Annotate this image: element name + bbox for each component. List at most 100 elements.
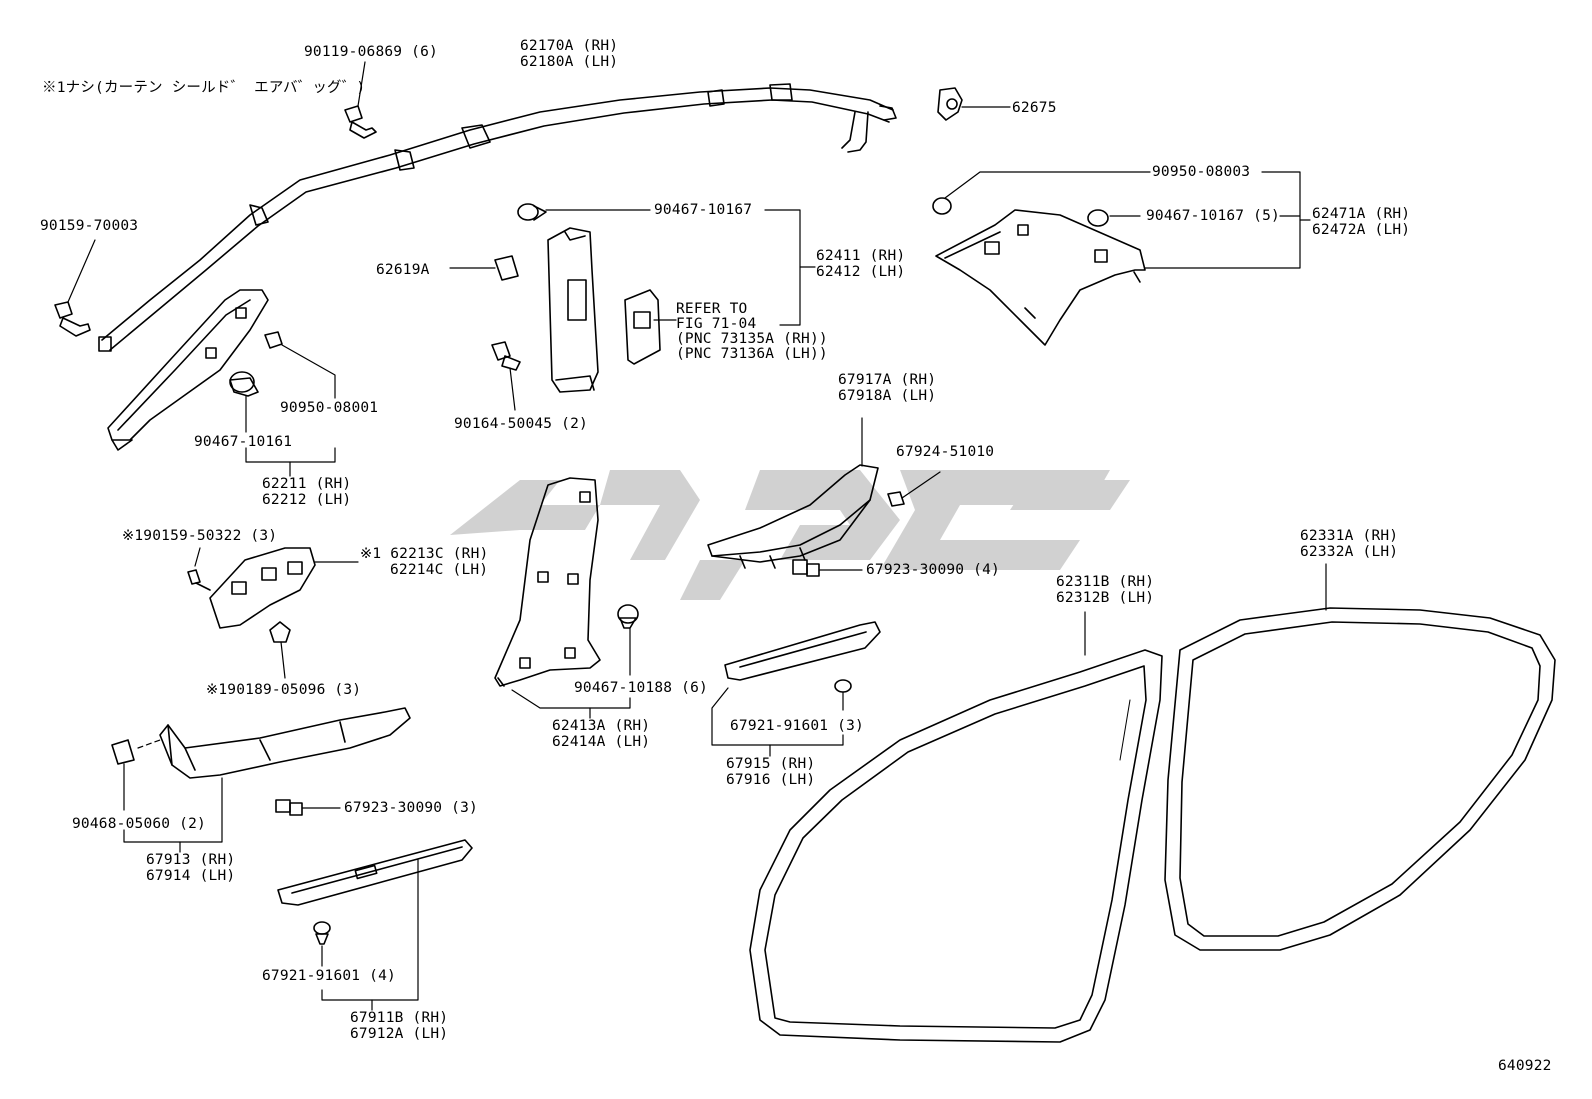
label-62332A-lh: 62332A (LH) [1300,544,1399,560]
label-67918A-lh: 67918A (LH) [838,388,937,404]
label-190189-05096: ※190189-05096 (3) [206,682,362,698]
leader-67911 [321,859,419,1001]
label-refer-to: REFER TO [676,301,748,317]
label-62413A-rh: 62413A (RH) [552,718,651,734]
label-90467-10167-a: 90467-10167 [654,202,753,218]
label-pnc-73136A: (PNC 73136A (LH)) [676,346,828,362]
label-67914-lh: 67914 (LH) [146,868,236,884]
clip-90467-10188 [617,604,639,676]
label-67911B-rh: 67911B (RH) [350,1010,449,1026]
curtain-airbag-part [98,83,897,352]
screw-90119 [344,61,377,139]
label-62211: 62211 (RH) 62212 (LH) [262,476,351,508]
clip-90467-10167-b [1087,209,1141,227]
label-62414A-lh: 62414A (LH) [552,734,651,750]
label-90164-50045: 90164-50045 (2) [454,416,588,432]
front-door-scuff-plate [277,839,473,906]
label-67917A: 67917A (RH) 67918A (LH) [838,372,936,404]
b-pillar-upper-garnish [547,227,599,393]
label-62331A: 62331A (RH) 62332A (LH) [1300,528,1398,560]
clip-90950-08003 [932,171,1151,215]
screw-190159 [187,547,211,591]
screw-90159 [54,239,96,337]
label-90467-10188: 90467-10188 (6) [574,680,708,696]
clip-90950-08001 [264,331,336,399]
label-62212-lh: 62212 (LH) [262,492,352,508]
label-62331A-rh: 62331A (RH) [1300,528,1399,544]
label-90159-70003: 90159-70003 [40,218,139,234]
leader-67913 [123,777,223,843]
label-62213C: ※1 62213C (RH) 62214C (LH) [360,546,488,578]
diagram-id: 640922 [1498,1058,1552,1074]
label-67917A-rh: 67917A (RH) [838,372,937,388]
label-62170A-rh: 62170A (RH) [520,38,619,54]
label-67911B: 67911B (RH) 67912A (LH) [350,1010,448,1042]
clip-67921-b [313,921,331,967]
screw-90164 [491,341,521,411]
front-scuff-plate [159,707,411,779]
clip-90467-10161 [229,371,259,433]
label-62312B-lh: 62312B (LH) [1056,590,1155,606]
label-67923-30090-a: 67923-30090 (4) [866,562,1000,578]
label-62411-rh: 62411 (RH) [816,248,906,264]
label-pnc-73135A: (PNC 73135A (RH)) [676,331,828,347]
rear-scuff-plate [707,417,879,569]
label-67915-rh: 67915 (RH) [726,756,816,772]
label-62180A-lh: 62180A (LH) [520,54,619,70]
label-62211-rh: 62211 (RH) [262,476,352,492]
label-90950-08003: 90950-08003 [1152,164,1251,180]
curtain-bracket [209,547,359,629]
label-67923-30090-b: 67923-30090 (3) [344,800,478,816]
a-pillar-garnish [107,289,269,451]
label-67921-91601-b: 67921-91601 (4) [262,968,396,984]
seatbelt-cover [624,289,677,365]
clip-62675 [937,87,1011,121]
nut-190189 [269,621,291,679]
label-62170A: 62170A (RH) 62180A (LH) [520,38,618,70]
label-62311B-rh: 62311B (RH) [1056,574,1155,590]
note-no-curtain-airbag: ※1ナシ(カーテン シールド゛ エアバ゛ッグ゛) [42,80,366,96]
label-90950-08001: 90950-08001 [280,400,379,416]
label-62619A: 62619A [376,262,430,278]
label-62471A: 62471A (RH) 62472A (LH) [1312,206,1410,238]
rear-door-scuff-plate [724,621,881,681]
leader-62413 [511,689,631,709]
label-62412-lh: 62412 (LH) [816,264,906,280]
label-62675: 62675 [1012,100,1057,116]
label-67915: 67915 (RH) 67916 (LH) [726,756,815,788]
label-67913-rh: 67913 (RH) [146,852,236,868]
b-pillar-lower-garnish [494,477,601,687]
label-90119-06869: 90119-06869 (6) [304,44,438,60]
label-refer-fig: REFER TO FIG 71-04 (PNC 73135A (RH)) (PN… [676,302,828,362]
clip-90467-10167-a [517,203,651,221]
label-fig-71-04: FIG 71-04 [676,316,757,332]
clip-67921-a [834,679,852,711]
label-90467-10161: 90467-10161 [194,434,293,450]
watermark-logo [450,470,1130,600]
label-67912A-lh: 67912A (LH) [350,1026,449,1042]
label-67924-51010: 67924-51010 [896,444,995,460]
clip-62619 [449,255,519,281]
clip-67923-b [275,799,341,816]
label-62413A: 62413A (RH) 62414A (LH) [552,718,650,750]
front-door-weatherstrip [749,611,1163,1043]
clip-67923-a [792,559,863,577]
label-62311B: 62311B (RH) 62312B (LH) [1056,574,1154,606]
rear-door-weatherstrip [1164,563,1556,951]
label-90467-10167-b: 90467-10167 (5) [1146,208,1280,224]
label-62411: 62411 (RH) 62412 (LH) [816,248,905,280]
clip-67924 [887,471,941,507]
label-67913: 67913 (RH) 67914 (LH) [146,852,235,884]
label-62471A-rh: 62471A (RH) [1312,206,1411,222]
label-90468-05060: 90468-05060 (2) [72,816,206,832]
leader-62211 [245,447,336,463]
leader-67915 [711,687,844,746]
label-190159-50322: ※190159-50322 (3) [122,528,278,544]
label-67916-lh: 67916 (LH) [726,772,816,788]
label-62214C-lh: 62214C (LH) [390,562,489,578]
label-67921-91601-a: 67921-91601 (3) [730,718,864,734]
rear-quarter-trim [935,209,1146,346]
label-62472A-lh: 62472A (LH) [1312,222,1411,238]
